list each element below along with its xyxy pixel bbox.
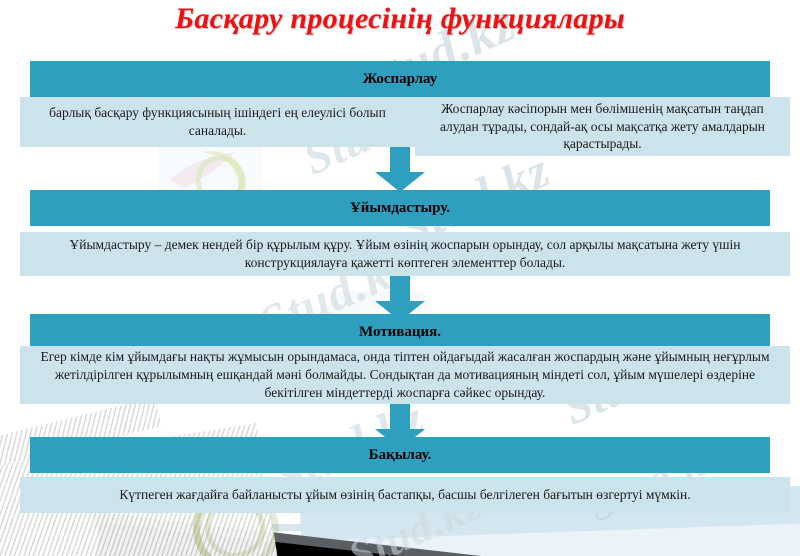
bottom-light-strip [0,524,800,531]
section-body-planning-right: Жоспарлау кәсіпорын мен бөлімшенің мақса… [415,97,790,156]
section-header-control: Бақылау. [30,437,770,473]
section-body-motivation: Егер кімде кім ұйымдағы нақты жұмысын ор… [20,346,790,404]
grey-wedge [93,512,513,556]
section-header-organizing: Ұйымдастыру. [30,190,770,226]
pale-blue-wedge-2 [330,521,800,556]
section-body-control: Күтпеген жағдайға байланысты ұйым өзінің… [20,477,790,513]
section-header-planning: Жоспарлау [30,61,770,97]
section-header-motivation: Мотивация. [30,314,770,350]
slide-title: Басқару процесінің функциялары [175,2,625,35]
section-body-planning-left: барлық басқару функциясының ішіндегі ең … [20,97,415,147]
down-arrow-icon-1 [373,147,427,193]
black-wedge [94,522,518,556]
down-arrow-icon-2 [373,276,427,322]
section-body-organizing: Ұйымдастыру – демек нендей бір құрылым қ… [20,232,790,276]
